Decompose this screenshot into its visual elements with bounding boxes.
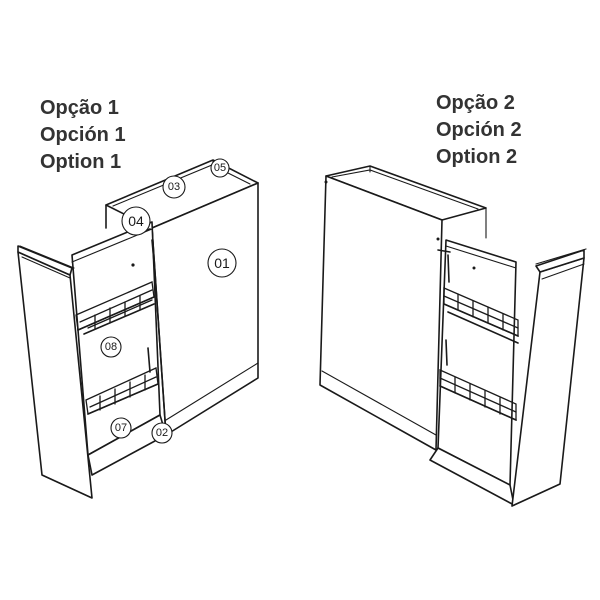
callout-02: 02 (151, 422, 173, 444)
svg-text:02: 02 (156, 427, 168, 439)
svg-text:05: 05 (214, 162, 226, 174)
cabinet-1-side-panel (151, 182, 259, 436)
svg-text:03: 03 (168, 181, 180, 193)
svg-text:08: 08 (105, 341, 117, 353)
pullout-2-inner-panel (437, 239, 517, 486)
option-2-pt-label: Opção 2 (436, 92, 515, 114)
svg-text:01: 01 (214, 255, 230, 271)
option-1-es-label: Opción 1 (40, 124, 126, 146)
callout-08: 08 (100, 336, 122, 358)
callout-07: 07 (110, 417, 132, 439)
pullout-1-lower-rack (85, 367, 159, 415)
pullout-2-upper-rack (443, 287, 519, 344)
option-1-cabinet: 01 02 03 04 05 07 (17, 158, 259, 499)
pullout-1-upper-rack (75, 281, 155, 335)
callout-01: 01 (207, 248, 237, 278)
pullout-2-lower-rack (439, 368, 517, 422)
option-2-caption: Opção 2 Opción 2 Option 2 (436, 90, 522, 171)
svg-text:07: 07 (115, 422, 127, 434)
option-1-pt-label: Opção 1 (40, 97, 119, 119)
option-2-en-label: Option 2 (436, 146, 518, 168)
pullout-2-front-panel (511, 257, 585, 507)
callout-04: 04 (121, 206, 151, 236)
cabinet-2-side-panel (319, 175, 443, 451)
callout-05: 05 (210, 158, 230, 178)
option-2-es-label: Opción 2 (436, 119, 522, 141)
svg-text:04: 04 (128, 213, 144, 229)
option-1-en-label: Option 1 (40, 151, 122, 173)
option-1-caption: Opção 1 Opción 1 Option 1 (40, 95, 126, 176)
callout-03: 03 (162, 175, 186, 199)
option-2-cabinet (319, 165, 587, 507)
